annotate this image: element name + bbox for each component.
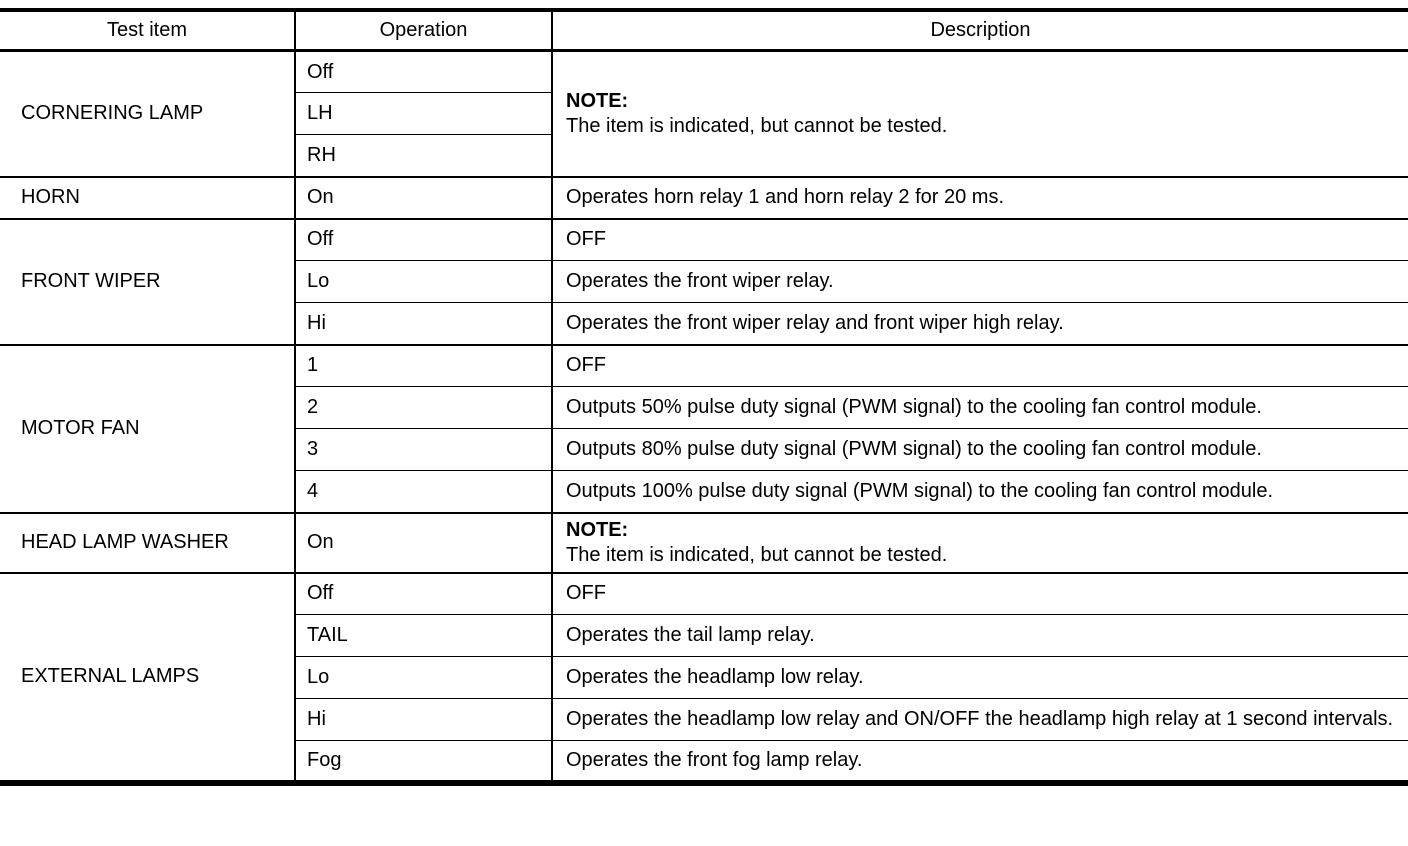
operation-cell: On [294,175,552,219]
description-cell: OFF [551,217,1408,261]
table-row: Lo Operates the headlamp low relay. [0,656,1408,699]
description-cell: Operates the front wiper relay. [551,260,1408,303]
operation-cell: TAIL [294,614,552,657]
operation-cell: Hi [294,302,552,345]
table-row: CORNERING LAMP Off NOTE: The item is ind… [0,49,1408,177]
table-row: LH [0,92,1408,135]
table-row: Fog Operates the front fog lamp relay. [0,740,1408,783]
table-row: HORN On Operates horn relay 1 and horn r… [0,175,1408,219]
table-row: HEAD LAMP WASHER On NOTE: The item is in… [0,511,1408,573]
table-row: TAIL Operates the tail lamp relay. [0,614,1408,657]
test-item-cell: HEAD LAMP WASHER [0,511,295,573]
column-header-description: Description [551,10,1408,52]
test-item-cell: CORNERING LAMP [0,49,295,177]
test-item-cell: EXTERNAL LAMPS [0,571,295,783]
operation-cell: 4 [294,470,552,513]
operation-cell: Hi [294,698,552,741]
table-row: Lo Operates the front wiper relay. [0,260,1408,303]
operation-cell: LH [294,92,552,135]
description-cell: NOTE: The item is indicated, but cannot … [551,511,1408,573]
test-item-cell: FRONT WIPER [0,217,295,345]
operation-cell: On [294,511,552,573]
operation-cell: Off [294,49,552,93]
description-cell: OFF [551,343,1408,387]
column-header-test-item: Test item [0,10,295,52]
test-item-cell: HORN [0,175,295,219]
description-cell: Operates the tail lamp relay. [551,614,1408,657]
test-item-table: Test item Operation Description CORNERIN… [0,8,1408,786]
operation-cell: Lo [294,260,552,303]
test-item-cell: MOTOR FAN [0,343,295,513]
header-row: Test item Operation Description [0,10,1408,52]
description-cell: NOTE: The item is indicated, but cannot … [551,49,1408,177]
table-row: MOTOR FAN 1 OFF [0,343,1408,513]
operation-cell: 1 [294,343,552,387]
table-row: EXTERNAL LAMPS Off OFF [0,571,1408,783]
description-cell: Operates the front wiper relay and front… [551,302,1408,345]
table-row: RH [0,134,1408,177]
operation-cell: Off [294,571,552,615]
table-row: Hi Operates the front wiper relay and fr… [0,302,1408,345]
table-row: 3 Outputs 80% pulse duty signal (PWM sig… [0,428,1408,471]
table-row: 2 Outputs 50% pulse duty signal (PWM sig… [0,386,1408,429]
description-cell: Operates horn relay 1 and horn relay 2 f… [551,175,1408,219]
table-row: FRONT WIPER Off OFF [0,217,1408,345]
note-label: NOTE: [566,518,629,541]
description-cell: Outputs 50% pulse duty signal (PWM signa… [551,386,1408,429]
operation-cell: Lo [294,656,552,699]
column-header-operation: Operation [294,10,552,52]
description-cell: OFF [551,571,1408,615]
operation-cell: 3 [294,428,552,471]
note-label: NOTE: [566,89,629,112]
operation-cell: Off [294,217,552,261]
operation-cell: Fog [294,740,552,783]
description-cell: Outputs 100% pulse duty signal (PWM sign… [551,470,1408,513]
description-cell: Operates the headlamp low relay and ON/O… [551,698,1408,741]
description-cell: Outputs 80% pulse duty signal (PWM signa… [551,428,1408,471]
description-cell: Operates the front fog lamp relay. [551,740,1408,783]
table-row: 4 Outputs 100% pulse duty signal (PWM si… [0,470,1408,513]
operation-cell: RH [294,134,552,177]
note-text: The item is indicated, but cannot be tes… [566,543,948,566]
note-text: The item is indicated, but cannot be tes… [566,114,948,137]
description-cell: Operates the headlamp low relay. [551,656,1408,699]
operation-cell: 2 [294,386,552,429]
table-row: Hi Operates the headlamp low relay and O… [0,698,1408,741]
